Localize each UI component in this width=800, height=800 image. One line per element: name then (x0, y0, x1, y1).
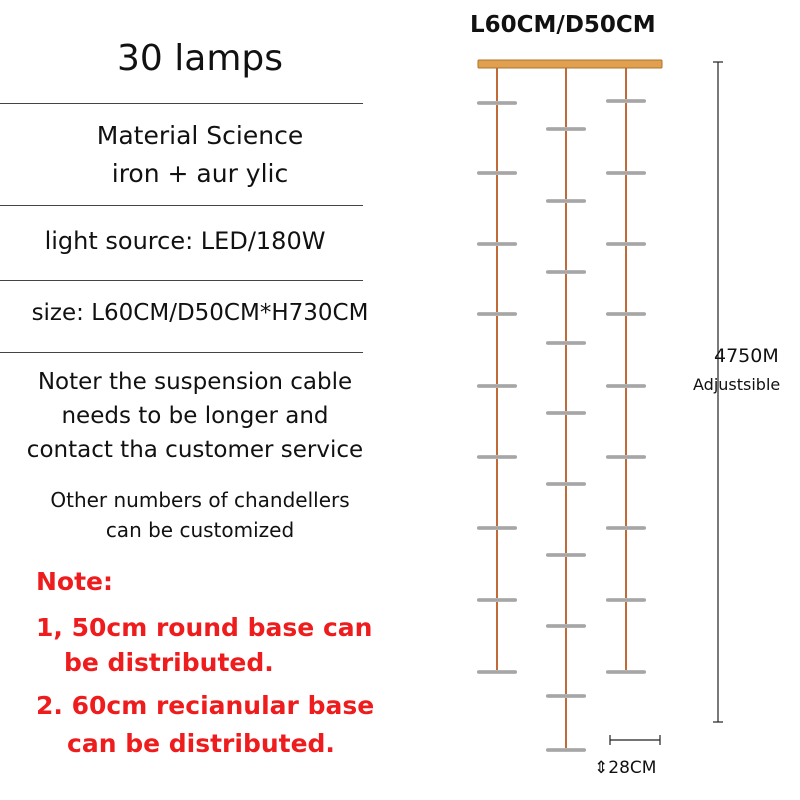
light-source-spec: light source: LED/180W (44, 227, 326, 255)
note-item-2-continued: can be distributed. (67, 729, 335, 758)
material-heading: Material Science (96, 121, 304, 150)
note-item-1-continued: be distributed. (64, 648, 274, 677)
disc-width-value: 28CM (608, 758, 657, 778)
divider (0, 103, 363, 104)
note-heading: Note: (36, 567, 114, 596)
divider (0, 280, 363, 281)
material-value: iron + aur ylic (111, 159, 289, 188)
divider (0, 205, 363, 206)
note-item-1: 1, 50cm round base can (36, 613, 373, 642)
custom-note-line: Other numbers of chandellers (50, 488, 350, 512)
chandelier-diagram: L60CM/D50CM 4750M Adjustsible ⇕28CM (440, 0, 800, 800)
size-spec: size: L60CM/D50CM*H730CM (31, 300, 369, 326)
chandelier-drawing (477, 59, 723, 752)
cable-notice-line: contact tha customer service (26, 437, 364, 463)
cable-notice-line: needs to be longer and (61, 403, 329, 429)
vertical-arrow-icon: ⇕ (594, 758, 609, 778)
height-dimension-label: 4750M (714, 345, 779, 367)
divider (0, 352, 363, 353)
product-title: 30 lamps (117, 38, 283, 79)
custom-note-line: can be customized (105, 518, 295, 542)
height-adjustable-label: Adjustsible (693, 375, 781, 394)
top-dimension-label: L60CM/D50CM (470, 12, 656, 38)
cable-notice-line: Noter the suspension cable (37, 369, 353, 395)
note-item-2: 2. 60cm recianular base (36, 691, 375, 720)
ceiling-base-bar (477, 59, 663, 69)
spec-panel: 30 lamps Material Science iron + aur yli… (0, 38, 375, 758)
disc-width-label: ⇕28CM (594, 758, 656, 778)
